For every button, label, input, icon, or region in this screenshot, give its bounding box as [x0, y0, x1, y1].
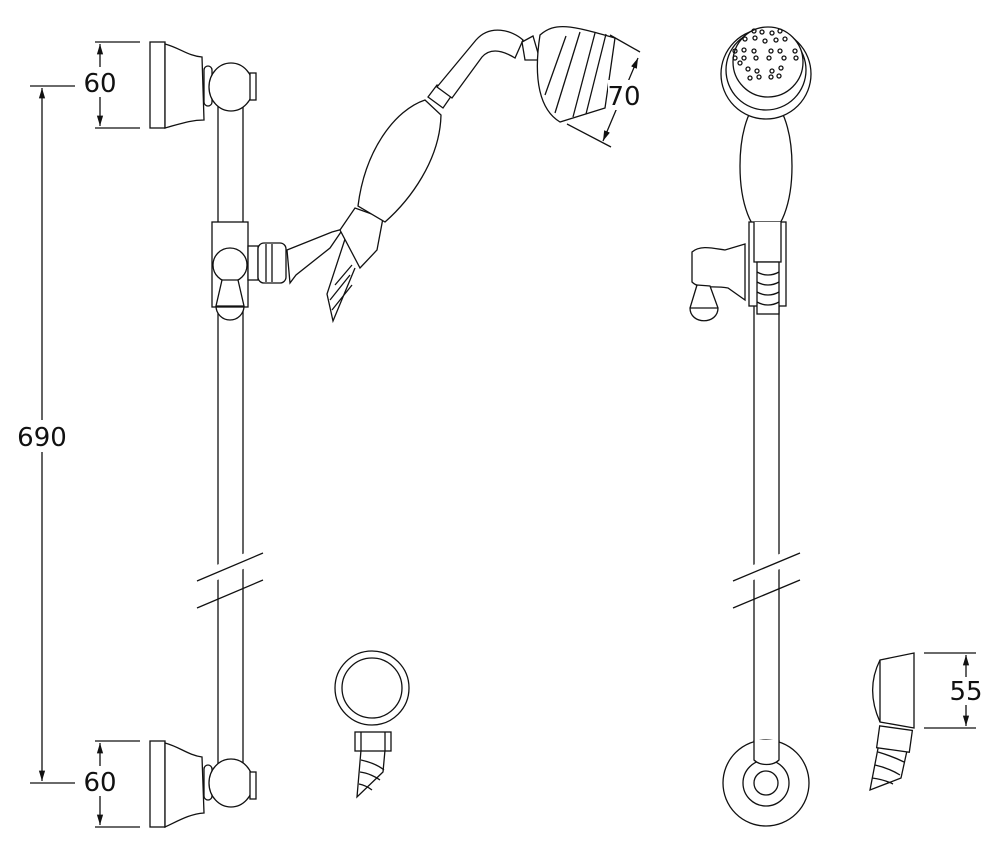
- spray-hole: [753, 55, 759, 61]
- dimension-60-top: 60: [82, 41, 140, 129]
- dimension-690: 690: [17, 85, 75, 784]
- wall-bracket-top: [149, 41, 257, 129]
- holder-top-view: [334, 650, 410, 799]
- spray-hole: [781, 55, 787, 61]
- spray-hole: [769, 68, 775, 74]
- wall-bracket-bottom: [149, 740, 257, 829]
- holder-side-view: [869, 652, 915, 792]
- spray-hole: [756, 74, 762, 80]
- dimension-label: 55: [949, 677, 982, 707]
- dimension-55: 55: [924, 652, 984, 729]
- spray-hole: [766, 55, 772, 61]
- spray-hole: [777, 48, 783, 54]
- spray-hole: [793, 55, 799, 61]
- dimension-label: 60: [83, 69, 116, 99]
- spray-hole: [769, 30, 775, 36]
- dimension-label: 70: [607, 82, 640, 112]
- spray-hole: [768, 48, 774, 54]
- spray-hole: [759, 29, 765, 35]
- spray-hole: [754, 68, 760, 74]
- spray-hole: [752, 35, 758, 41]
- spray-hole: [751, 48, 757, 54]
- spray-hole: [751, 28, 757, 34]
- spray-holes: [732, 28, 799, 81]
- dimension-60-bottom: 60: [82, 740, 140, 828]
- spray-hole: [742, 36, 748, 42]
- rail-front-view: [149, 41, 345, 829]
- spray-hole: [745, 66, 751, 72]
- spray-hole: [776, 73, 782, 79]
- dimension-label: 690: [17, 423, 67, 453]
- spray-hole: [768, 74, 774, 80]
- spray-hole: [782, 36, 788, 42]
- spray-hole: [778, 65, 784, 71]
- spray-hole: [773, 37, 779, 43]
- spray-hole: [792, 48, 798, 54]
- rail-side-view: [689, 26, 812, 827]
- slider: [211, 221, 345, 321]
- spray-hole: [762, 38, 768, 44]
- spray-hole: [732, 48, 738, 54]
- spray-hole: [737, 60, 743, 66]
- spray-hole: [741, 47, 747, 53]
- dimension-label: 60: [83, 768, 116, 798]
- handset-side-view: [326, 26, 616, 324]
- spray-hole: [732, 55, 738, 61]
- spray-hole: [777, 28, 783, 34]
- spray-hole: [747, 75, 753, 81]
- spray-hole: [741, 55, 747, 61]
- dimension-70: 70: [566, 34, 644, 148]
